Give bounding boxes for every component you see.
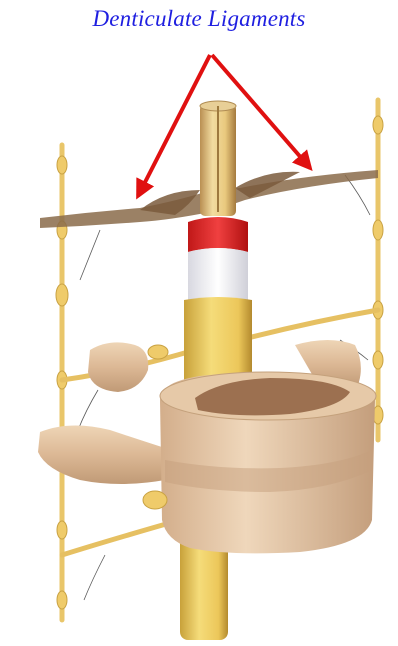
left-transverse-process	[88, 342, 148, 392]
root-ganglion-left	[148, 345, 168, 359]
arrow-to-left-ligament	[138, 55, 210, 196]
right-thin-nerves	[340, 175, 370, 360]
white-arachnoid-band	[188, 248, 248, 300]
left-lower-process	[38, 425, 165, 484]
root-ganglion-lower	[143, 491, 167, 509]
red-pia-band	[188, 217, 248, 252]
